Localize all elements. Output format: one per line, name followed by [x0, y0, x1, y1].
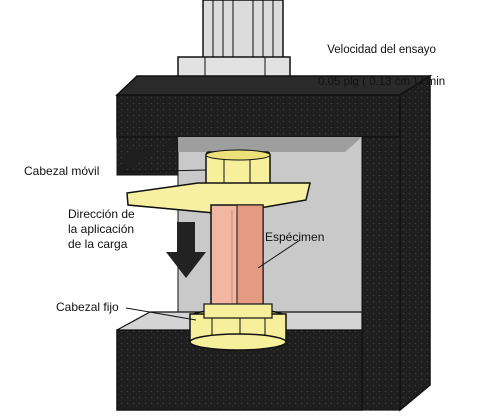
specimen-label: Espécimen: [265, 230, 325, 244]
test-speed-line2: 0.05 plg ( 0.13 cm ) / min: [318, 76, 446, 88]
loading-rod: [202, 0, 284, 61]
load-direction-label: Dirección de la aplicación de la carga: [68, 207, 135, 251]
load-direction-arrow: [166, 222, 206, 278]
test-speed-line1: Velocidad del ensayo: [327, 44, 436, 56]
fixed-head-nut: [189, 303, 287, 351]
movable-head-label: Cabezal móvil: [24, 164, 100, 178]
specimen: [210, 204, 264, 314]
fixed-head-label: Cabezal fijo: [56, 300, 119, 314]
press-frame: [115, 74, 433, 412]
test-speed-label: Velocidad del ensayo 0.05 plg ( 0.13 cm …: [318, 26, 445, 106]
leader-lines: [119, 169, 301, 321]
frame-inner-shadow: [178, 137, 362, 152]
